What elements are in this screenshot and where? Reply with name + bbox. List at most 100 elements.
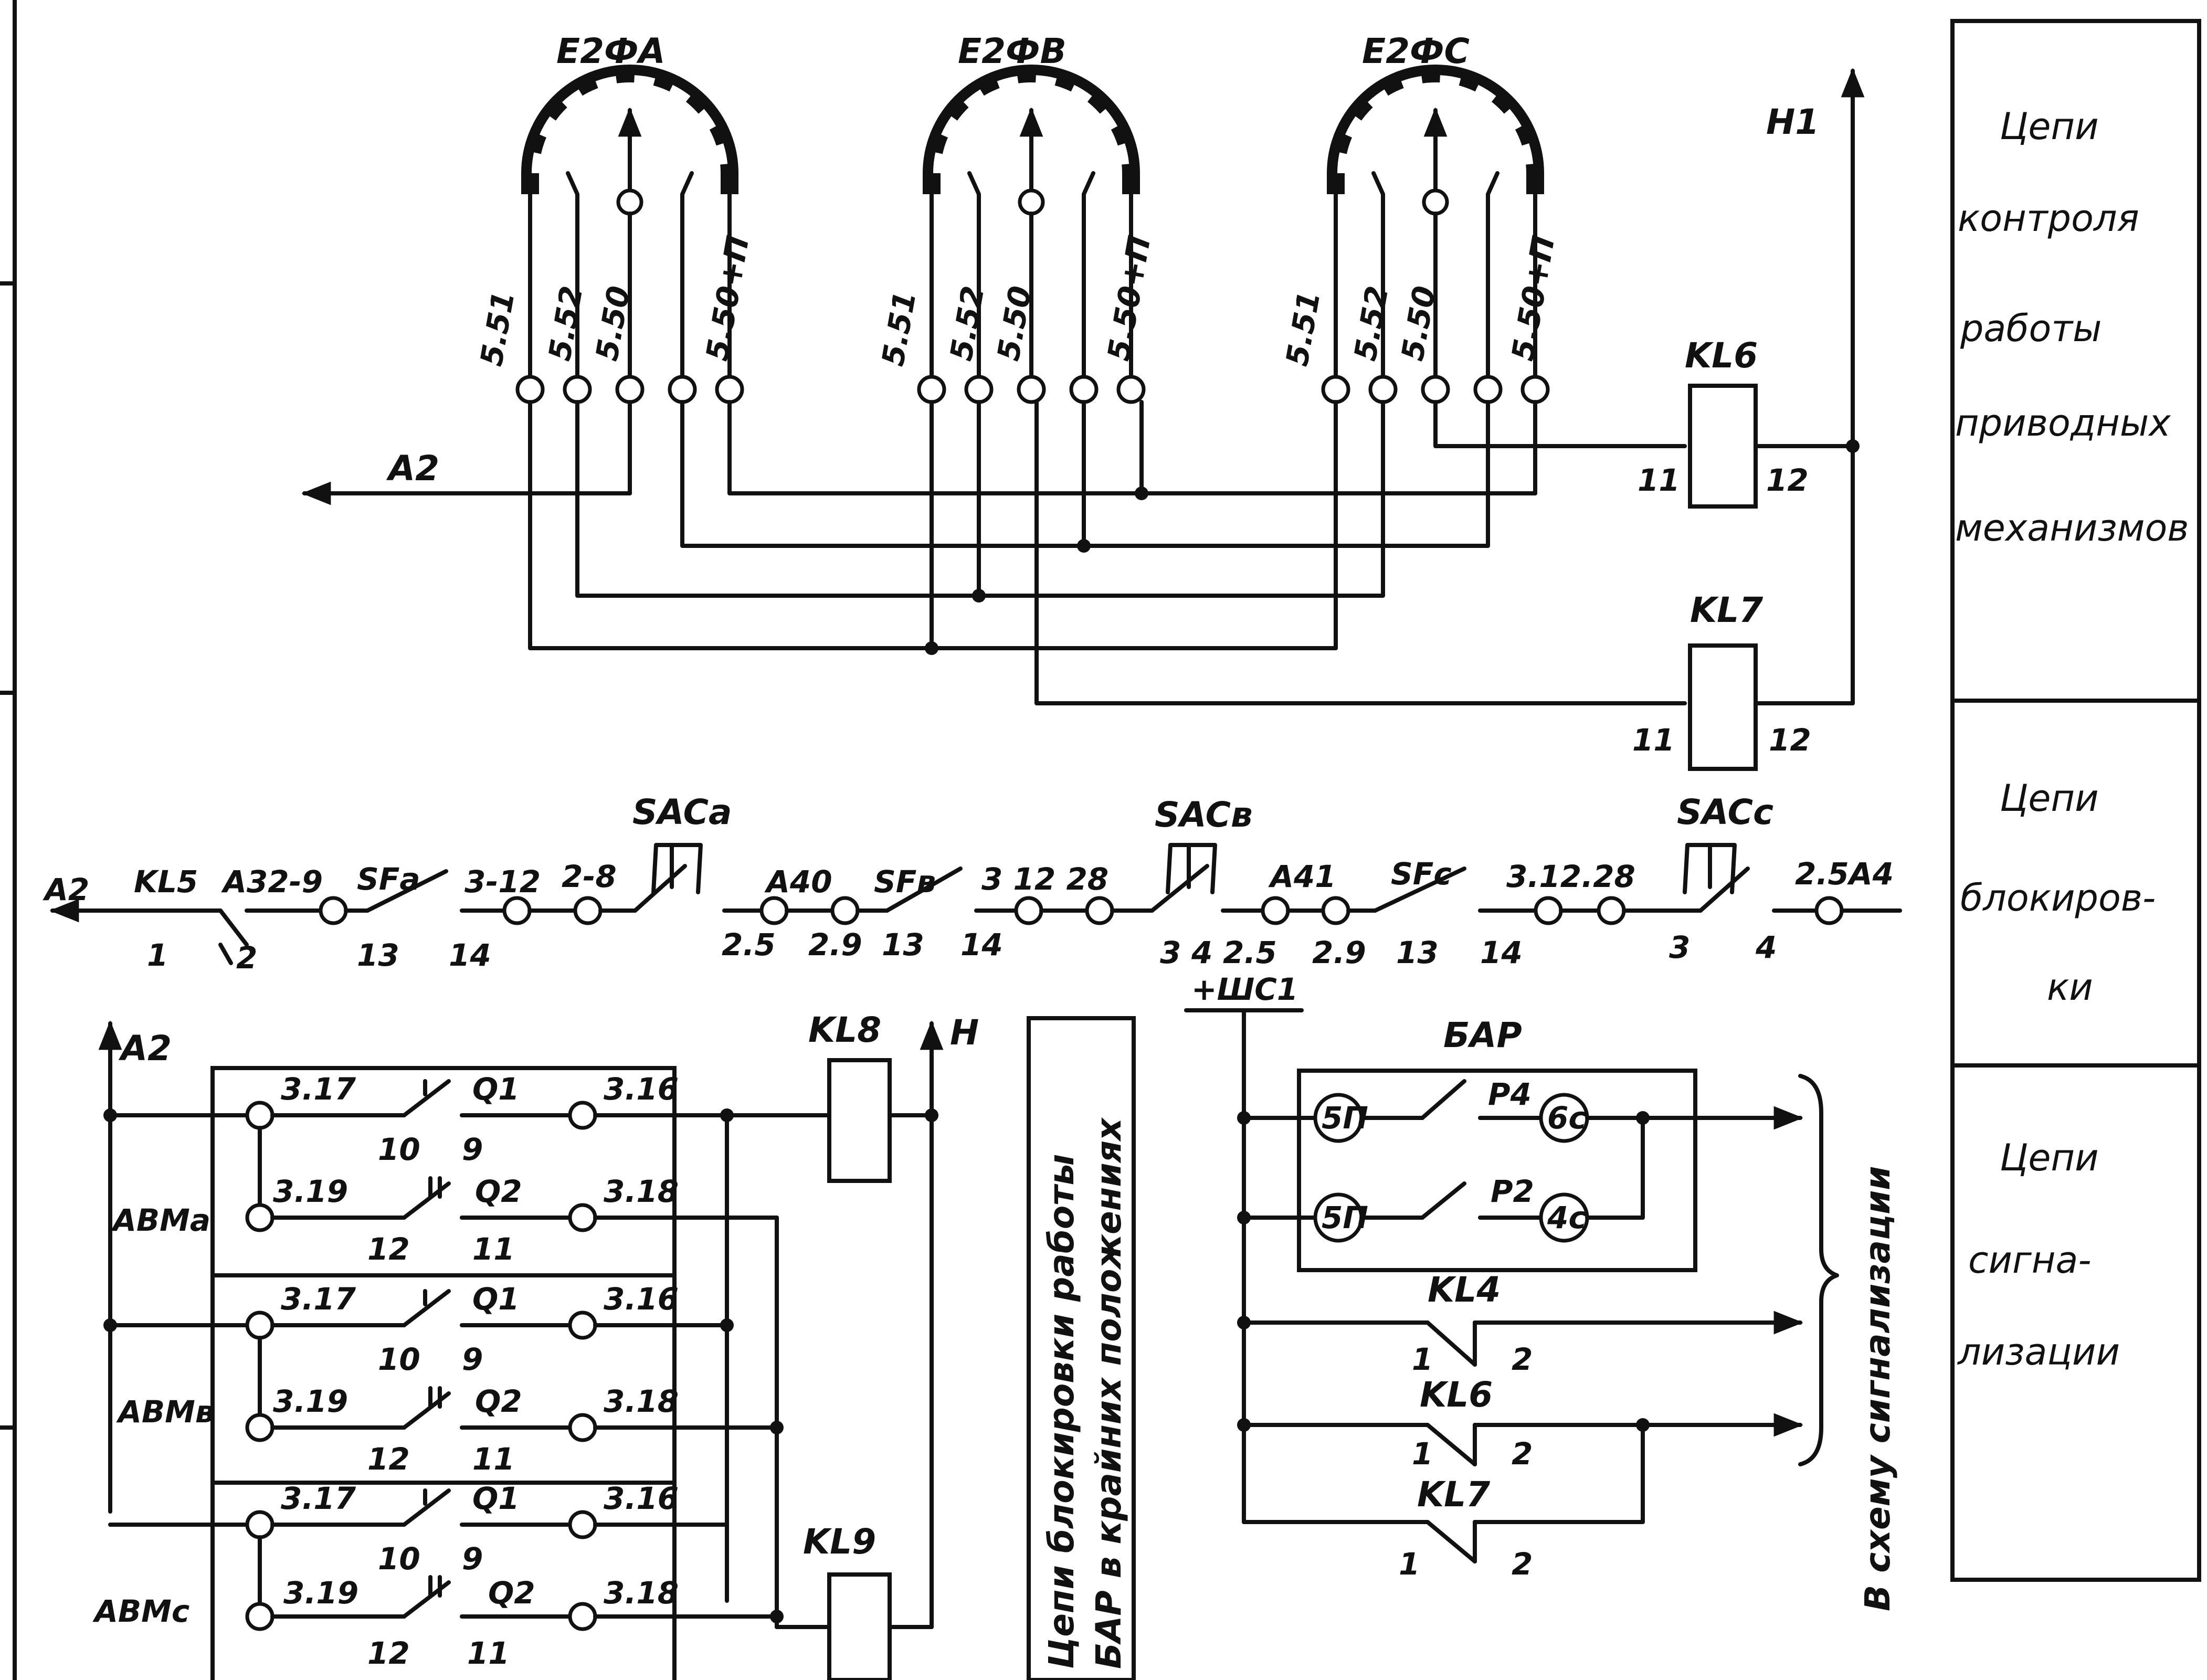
block-label-31228: 3 12 28 <box>981 861 1108 897</box>
signal-kl4-name: KL4 <box>1428 1270 1501 1310</box>
avm-a-t317: 3.17 <box>281 1071 356 1107</box>
avm-a-p12: 12 <box>367 1231 410 1267</box>
avm-c-p9: 9 <box>462 1541 483 1577</box>
side-panel: Цепи контроля работы приводных механизмо… <box>1950 19 2201 1582</box>
selector-a: E2ФА 5.51 5.52 5.50 5.50+П <box>473 31 756 404</box>
block-label-kl5: KL5 <box>134 864 198 900</box>
block-pin-3b: 3 <box>1160 935 1181 970</box>
block-pin-2: 2 <box>236 940 257 976</box>
avm-b-p10: 10 <box>378 1341 420 1377</box>
signal-circuit: +ШС1 БАР 5П 6с Р4 5П 4с Р2 <box>1184 971 1898 1611</box>
side-3-line1: Цепи <box>2000 1136 2099 1179</box>
side-1-line3: работы <box>1960 307 2102 350</box>
avm-b-p9: 9 <box>462 1341 483 1377</box>
signal-vertical-note: В схему сигнализации <box>1857 1166 1898 1611</box>
selector-b-tap-4: 5.50+П <box>1101 233 1158 363</box>
selector-a-name: E2ФА <box>556 31 666 71</box>
relay-kl7: KL7 11 12 <box>1632 590 1811 771</box>
signal-bus-label: +ШС1 <box>1191 971 1298 1007</box>
avm-b-p12: 12 <box>367 1441 410 1477</box>
avm-breaker-c: АВМс 3.17 Q1 3.16 10 9 3.19 Q2 3.18 12 1… <box>92 1481 784 1671</box>
avm-c-t316: 3.16 <box>604 1481 679 1516</box>
avm-c-p12: 12 <box>367 1635 410 1671</box>
side-3-line3: лизации <box>1957 1330 2120 1373</box>
signal-row1-contact: Р4 <box>1488 1076 1532 1112</box>
side-2-line1: Цепи <box>2000 777 2099 820</box>
avm-panel: A2 H KL8 KL9 <box>98 1010 979 1680</box>
signal-kl6-p1: 1 <box>1412 1436 1433 1472</box>
side-1-line1: Цепи <box>2000 105 2099 148</box>
avm-b-t317: 3.17 <box>281 1281 356 1317</box>
block-pin-14: 14 <box>449 937 491 973</box>
block-label-2-8: 2-8 <box>562 859 617 894</box>
relay-kl7-name: KL7 <box>1690 590 1763 630</box>
block-pin-13b: 13 <box>882 927 924 963</box>
avm-c-t319: 3.19 <box>283 1575 358 1611</box>
avm-c-q2: Q2 <box>488 1575 535 1611</box>
avm-a-p9: 9 <box>462 1132 483 1167</box>
selector-c-tap-4: 5.50+П <box>1505 233 1562 363</box>
top-feed-label: A2 <box>386 448 439 489</box>
frame-left <box>0 0 17 1680</box>
selector-c: E2ФС 5.51 5.52 5.50 5.50+П <box>1279 31 1562 404</box>
block-pin-2.5a: 2.5 <box>722 927 776 963</box>
avm-c-p10: 10 <box>378 1541 420 1577</box>
avm-note-line2: БАР в крайних положениях <box>1089 1117 1129 1669</box>
relay-kl6-name: KL6 <box>1685 335 1758 376</box>
relay-kl6-pin-left: 11 <box>1638 462 1680 498</box>
avm-breaker-b: АВМв 3.17 Q1 3.16 10 9 3.19 Q2 3.18 12 1… <box>103 1281 784 1477</box>
block-label-sacc: SACc <box>1677 792 1773 832</box>
block-label-a41: A41 <box>1268 859 1336 894</box>
avm-b-p11: 11 <box>472 1441 515 1477</box>
avm-a-p11: 11 <box>472 1231 515 1267</box>
block-label-3.12.28: 3.12.28 <box>1506 859 1635 894</box>
block-label-sfc: SFc <box>1391 856 1452 892</box>
avm-b-name: АВМв <box>116 1394 215 1430</box>
side-2-line3: ки <box>2047 966 2093 1009</box>
block-pin-2.5c: 2.5 <box>1223 935 1277 970</box>
selector-c-tap-1: 5.51 <box>1279 289 1327 369</box>
signal-row2-contact: Р2 <box>1491 1174 1534 1209</box>
side-1-line4: приводных <box>1955 401 2171 445</box>
block-label-a32: A32-9 <box>221 864 323 900</box>
block-pin-4b: 4 <box>1191 935 1212 970</box>
avm-c-t318: 3.18 <box>604 1575 679 1611</box>
block-label-sacb: SACв <box>1155 795 1253 835</box>
selector-b: E2ФВ 5.51 5.52 5.50 5.50+П <box>875 31 1158 404</box>
block-pin-13: 13 <box>357 937 399 973</box>
avm-a-t318: 3.18 <box>604 1174 679 1209</box>
block-label-sfb: SFв <box>874 864 936 900</box>
signal-kl6-p2: 2 <box>1512 1436 1533 1472</box>
avm-c-p11: 11 <box>467 1635 510 1671</box>
signal-kl6-name: KL6 <box>1420 1375 1493 1415</box>
signal-kl4-p2: 2 <box>1512 1341 1533 1377</box>
avm-a-t316: 3.16 <box>604 1071 679 1107</box>
avm-c-t317: 3.17 <box>281 1481 356 1516</box>
avm-a-p10: 10 <box>378 1132 420 1167</box>
selector-a-tap-2: 5.52 <box>542 283 590 364</box>
block-label-2.5a4: 2.5A4 <box>1795 856 1894 892</box>
signal-kl7-p2: 2 <box>1512 1546 1533 1582</box>
side-1-line2: контроля <box>1958 197 2139 240</box>
block-pin-1: 1 <box>147 937 168 973</box>
signal-kl7-name: KL7 <box>1417 1474 1490 1515</box>
avm-note-line1: Цепи блокировки работы <box>1041 1154 1082 1669</box>
side-1-line5: механизмов <box>1955 506 2189 550</box>
selector-c-tap-2: 5.52 <box>1347 283 1396 364</box>
block-label-a2: A2 <box>43 872 89 907</box>
avm-relay-bottom: KL9 <box>803 1521 876 1562</box>
signal-block-name: БАР <box>1443 1015 1522 1055</box>
relay-kl7-pin-left: 11 <box>1632 722 1675 758</box>
block-label-a40: A40 <box>764 864 832 900</box>
selector-b-tap-1: 5.51 <box>875 289 923 369</box>
avm-a-name: АВМа <box>111 1202 210 1238</box>
block-pin-13c: 13 <box>1396 935 1439 970</box>
avm-relay-top: KL8 <box>808 1010 881 1050</box>
avm-a-q2: Q2 <box>475 1174 522 1209</box>
selector-c-name: E2ФС <box>1362 31 1470 71</box>
avm-b-q1: Q1 <box>472 1281 520 1317</box>
signal-kl7-p1: 1 <box>1399 1546 1420 1582</box>
signal-row1-out: 6с <box>1547 1100 1587 1136</box>
avm-c-name: АВМс <box>92 1593 189 1629</box>
